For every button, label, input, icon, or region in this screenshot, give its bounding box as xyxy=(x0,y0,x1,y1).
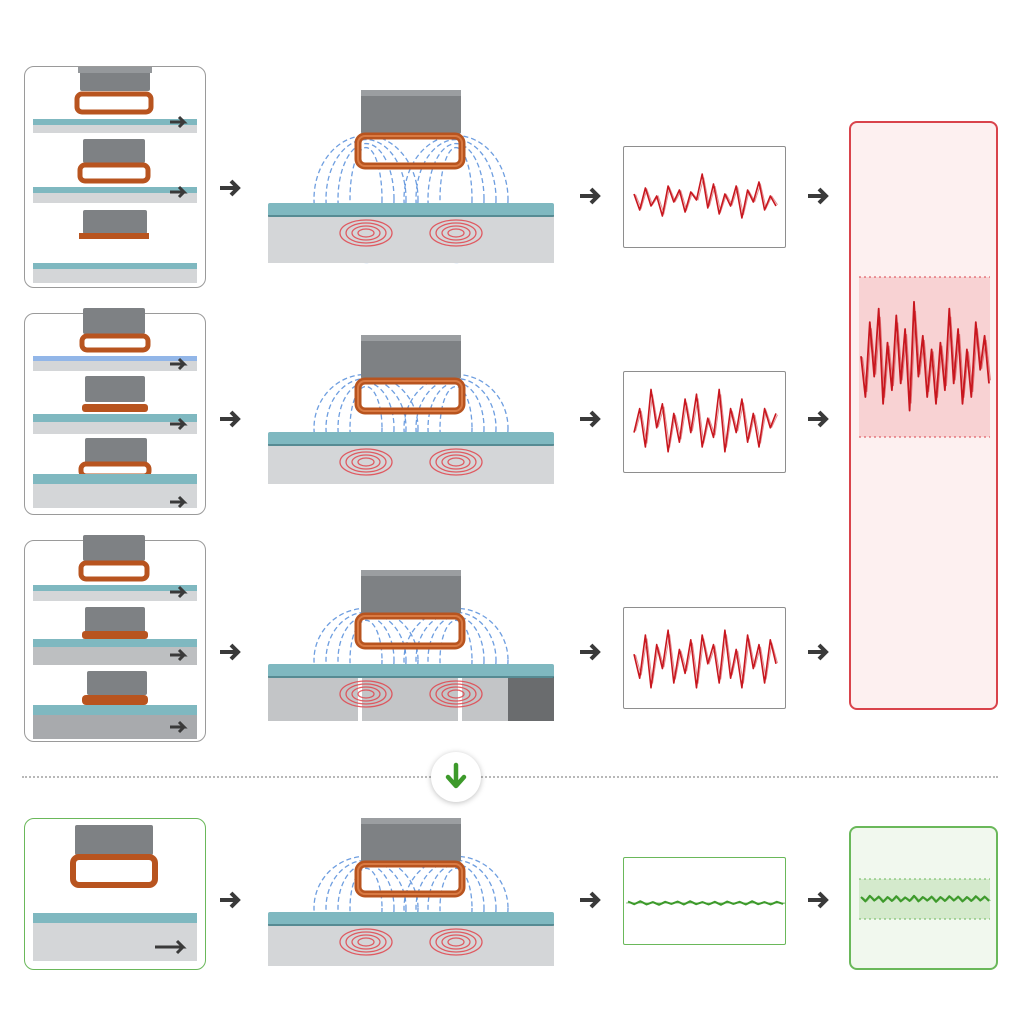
signal-box-1 xyxy=(623,146,786,248)
right-arrow-icon xyxy=(808,410,829,428)
right-arrow-icon xyxy=(220,179,241,197)
scan-panel-3 xyxy=(24,535,206,742)
right-arrow-icon xyxy=(220,410,241,428)
right-arrow-icon xyxy=(580,187,601,205)
scan-panel-1 xyxy=(24,66,206,288)
scan-sequence-2 xyxy=(33,308,197,509)
right-arrow-icon xyxy=(220,643,241,661)
scan-sequence-optimized xyxy=(33,825,197,961)
sensor-body xyxy=(361,818,461,862)
down-arrow-badge xyxy=(431,752,481,802)
signal-box-3 xyxy=(623,607,786,709)
right-arrow-icon xyxy=(808,187,829,205)
clean-signal-trace xyxy=(626,900,785,906)
right-arrow-icon xyxy=(580,410,601,428)
coil xyxy=(354,612,466,650)
scan-sequence-3 xyxy=(33,535,197,739)
substrate xyxy=(268,676,554,721)
right-arrow-icon xyxy=(580,643,601,661)
sensor-body xyxy=(361,90,461,134)
right-arrow-icon xyxy=(220,891,241,909)
conductive-film xyxy=(268,664,554,678)
section-divider xyxy=(22,776,998,778)
eddy-currents xyxy=(339,928,483,956)
conductive-film xyxy=(268,432,554,446)
sensor-body xyxy=(361,570,461,614)
signal-line xyxy=(633,388,777,453)
sensor-cross-section-optimized xyxy=(268,818,554,966)
substrate xyxy=(268,924,554,966)
right-arrow-icon xyxy=(808,643,829,661)
coil xyxy=(354,377,466,415)
aggregate-noisy-result xyxy=(849,121,998,710)
down-arrow-icon xyxy=(445,762,467,789)
substrate xyxy=(268,215,554,263)
noisy-signal-trace-2 xyxy=(633,388,778,453)
sensor-cross-section-2 xyxy=(268,335,554,484)
scan-sequence-1 xyxy=(33,67,197,283)
substrate xyxy=(268,444,554,484)
signal-box-2 xyxy=(623,371,786,473)
noisy-signal-trace-3 xyxy=(633,629,778,689)
right-arrow-icon xyxy=(580,891,601,909)
eddy-currents xyxy=(339,219,483,247)
aggregate-clean-result xyxy=(849,826,998,970)
eddy-currents xyxy=(339,448,483,476)
signal-line xyxy=(633,629,777,689)
eddy-currents xyxy=(339,680,483,708)
right-arrow-icon xyxy=(808,891,829,909)
aggregate-noisy-trace xyxy=(859,276,991,438)
conductive-film xyxy=(268,203,554,217)
signal-box-optimized xyxy=(623,857,786,945)
sensor-body xyxy=(361,335,461,379)
coil xyxy=(354,860,466,898)
noisy-signal-trace-1 xyxy=(633,173,778,219)
sensor-cross-section-3 xyxy=(268,570,554,721)
aggregate-clean-trace xyxy=(859,878,991,920)
conductive-film xyxy=(268,912,554,926)
sensor-cross-section-1 xyxy=(268,90,554,264)
signal-line xyxy=(633,173,777,219)
scan-panel-optimized xyxy=(24,818,206,970)
scan-panel-2 xyxy=(24,308,206,515)
